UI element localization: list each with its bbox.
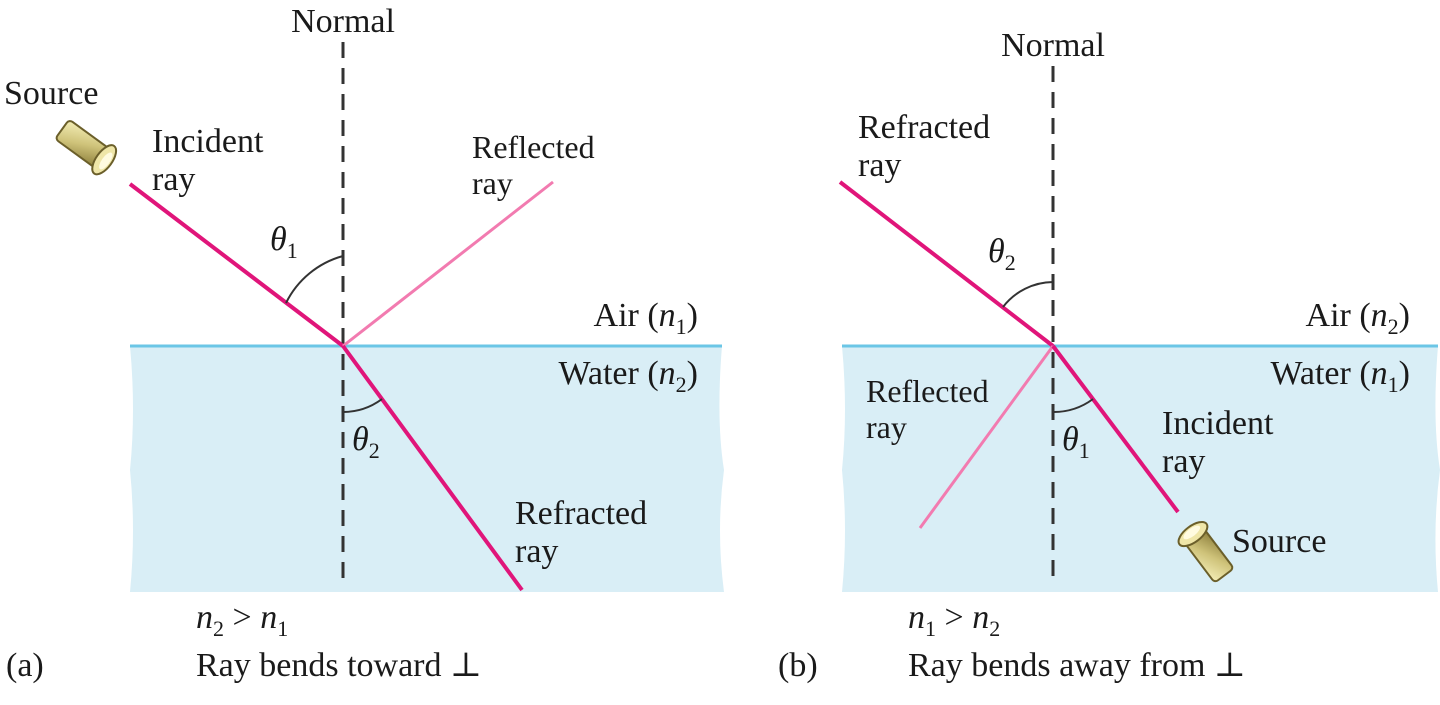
theta2-arc-b [1002,281,1054,308]
reflected-label-a-line1: Reflected [472,129,595,165]
incident-label-a-line1: Incident [152,123,264,160]
condition-label-a: n2 > n1 [196,599,288,641]
panel-b: Normal Refracted ray Reflected ray Incid… [778,27,1440,684]
source-label-a: Source [4,75,98,112]
incident-ray-a [128,182,345,348]
incident-ray-b [1051,344,1180,514]
theta1-label-b: θ1 [1062,421,1090,463]
theta1-arc-a [285,255,344,304]
theta2-arc-a [342,398,383,413]
theta2-label-a: θ2 [352,421,380,463]
medium-bottom-label-b: Water (n1) [1271,355,1410,397]
caption-b: Ray bends away from ⊥ [908,647,1246,684]
flashlight-icon-b [1177,520,1234,583]
normal-label-a: Normal [291,3,395,40]
theta1-label-a: θ1 [270,221,298,263]
reflected-label-a-line2: ray [472,165,513,201]
medium-bottom-label-a: Water (n2) [559,355,698,397]
normal-label-b: Normal [1001,27,1105,64]
flashlight-icon-a [55,120,118,176]
water-region-a [130,346,724,592]
reflected-label-b-line1: Reflected [866,373,989,409]
incident-label-a-line2: ray [152,161,195,198]
condition-label-b: n1 > n2 [908,599,1000,641]
refracted-label-b-line1: Refracted [858,109,990,146]
theta2-label-b: θ2 [988,233,1016,275]
source-label-b: Source [1232,523,1326,560]
panel-a: Normal Source Incident ray Reflected ray… [4,3,724,684]
medium-top-label-a: Air (n1) [594,297,698,339]
reflected-ray-b [918,345,1055,529]
water-region-b [842,346,1440,592]
refracted-label-a-line2: ray [515,533,558,570]
incident-label-b-line2: ray [1162,443,1205,480]
refracted-ray-a [341,344,524,592]
refracted-label-a-line1: Refracted [515,495,647,532]
medium-top-label-b: Air (n2) [1306,297,1410,339]
refracted-label-b-line2: ray [858,147,901,184]
panel-tag-b: (b) [778,647,818,684]
caption-a: Ray bends toward ⊥ [196,647,482,684]
panel-tag-a: (a) [6,647,44,684]
reflected-label-b-line2: ray [866,409,907,445]
refracted-ray-b [838,180,1055,348]
reflected-ray-a [342,180,554,348]
incident-label-b-line1: Incident [1162,405,1274,442]
theta1-arc-b [1052,398,1094,414]
